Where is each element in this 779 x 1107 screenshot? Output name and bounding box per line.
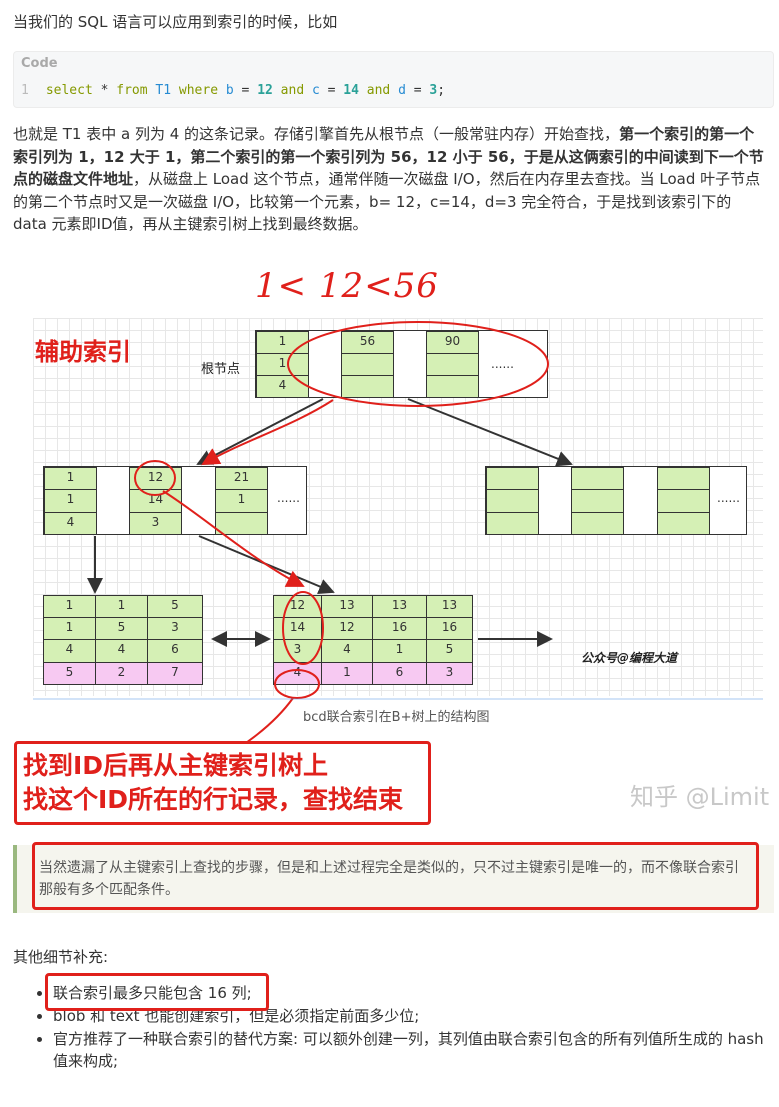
cell: 4 — [95, 639, 148, 663]
code-token: = — [241, 83, 250, 98]
cell: 1 — [372, 639, 427, 663]
cell: 3 — [426, 662, 473, 685]
code-token: from — [116, 83, 148, 98]
code-token: b — [225, 83, 234, 98]
cell: 4 — [256, 375, 309, 398]
leaf-node-middle: 12 13 13 13 14 12 16 16 3 4 1 5 4 1 6 3 — [273, 595, 473, 686]
paragraph-bold: 第一个索引的第一个索引列为 1，12 大于 1，第二个索引的第一个索引列为 56… — [13, 125, 764, 188]
cell — [486, 489, 539, 513]
highlight-box — [32, 842, 759, 910]
code-token: c — [311, 83, 320, 98]
callout-line: 找这个ID所在的行记录，查找结束 — [23, 785, 404, 814]
code-token: 14 — [343, 83, 359, 98]
cell: 13 — [321, 595, 373, 618]
code-token: and — [366, 83, 391, 98]
cell: 2 — [95, 662, 148, 685]
list-item: 官方推荐了一种联合索引的替代方案: 可以额外创建一列，其列值由联合索引包含的所有… — [53, 1028, 773, 1072]
signature: 公众号@编程大道 — [581, 651, 678, 665]
cell — [657, 512, 710, 535]
blockquote-text: 当然遗漏了从主键索引上查找的步骤，但是和上述过程完全是类似的，只不过主键索引是唯… — [39, 860, 739, 898]
code-token: 3 — [429, 83, 438, 98]
code-token: ; — [437, 83, 446, 98]
callout-line: 找到ID后再从主键索引树上 — [23, 751, 329, 780]
intro-text: 当我们的 SQL 语言可以应用到索引的时候，比如 — [13, 13, 338, 31]
cell: 14 — [129, 489, 182, 513]
code-token: 12 — [257, 83, 273, 98]
cell: 7 — [147, 662, 203, 685]
cell: 3 — [129, 512, 182, 535]
cell: 4 — [44, 512, 97, 535]
ellipsis: ...... — [717, 491, 740, 505]
cell: 12 — [321, 617, 373, 640]
highlight-box — [45, 973, 269, 1011]
cell: 1 — [256, 353, 309, 376]
line-number: 1 — [21, 83, 29, 98]
ellipsis: ...... — [277, 491, 300, 505]
cell — [341, 375, 394, 398]
root-node: 1 1 4 56 90 ...... — [255, 330, 548, 398]
cell — [215, 512, 268, 535]
internal-node-right: ...... — [485, 466, 747, 535]
cell — [426, 375, 479, 398]
code-header: Code — [21, 56, 58, 71]
watermark: 知乎 @Limit — [630, 783, 770, 811]
bplus-tree-figure: 1< 12<56 辅助索引 根节点 1 1 4 56 90 ...... 1 1… — [33, 266, 763, 826]
code-line: 1 select * from T1 where b = 12 and c = 1… — [21, 83, 445, 98]
cell: 5 — [426, 639, 473, 663]
paragraph-text: ，从磁盘上 Load 这个节点，通常伴随一次磁盘 I/O，然后在内存里去查找。当… — [13, 170, 761, 233]
cell — [571, 512, 624, 535]
ellipsis: ...... — [491, 357, 514, 371]
code-token: and — [280, 83, 305, 98]
code-token: d — [398, 83, 406, 98]
callout-box: 找到ID后再从主键索引树上 找这个ID所在的行记录，查找结束 — [14, 741, 431, 825]
cell: 4 — [321, 639, 373, 663]
cell: 16 — [426, 617, 473, 640]
internal-node-left: 1 1 4 12 14 3 21 1 ...... — [43, 466, 307, 535]
explanation-paragraph: 也就是 T1 表中 a 列为 4 的这条记录。存储引擎首先从根节点（一般常驻内存… — [13, 123, 769, 236]
code-token: = — [413, 83, 422, 98]
paragraph-text: 也就是 T1 表中 a 列为 4 的这条记录。存储引擎首先从根节点（一般常驻内存… — [13, 125, 620, 143]
list-item: blob 和 text 也能创建索引，但是必须指定前面多少位; — [53, 1005, 773, 1027]
code-token: * — [100, 83, 109, 98]
code-token: T1 — [155, 83, 172, 98]
cell: 1 — [44, 489, 97, 513]
aux-index-label: 辅助索引 — [35, 338, 131, 366]
cell — [486, 512, 539, 535]
list-item: 联合索引最多只能包含 16 列; — [53, 982, 773, 1004]
code-block: Code 1 select * from T1 where b = 12 and … — [13, 51, 774, 108]
cell: 1 — [215, 489, 268, 513]
subheading: 其他细节补充: — [13, 948, 109, 966]
detail-list: 联合索引最多只能包含 16 列; blob 和 text 也能创建索引，但是必须… — [13, 982, 773, 1073]
leaf-node-left: 1 1 5 1 5 3 4 4 6 5 2 7 — [43, 595, 208, 686]
cell: 3 — [147, 617, 203, 640]
blockquote: 当然遗漏了从主键索引上查找的步骤，但是和上述过程完全是类似的，只不过主键索引是唯… — [13, 842, 774, 913]
code-token: where — [178, 83, 219, 98]
cell: 16 — [372, 617, 427, 640]
handwritten-note: 1< 12<56 — [255, 266, 439, 306]
code-token: = — [327, 83, 336, 98]
code-token: select — [45, 83, 93, 98]
figure-caption: bcd联合索引在B+树上的结构图 — [303, 710, 490, 725]
root-node-label: 根节点 — [201, 362, 241, 377]
